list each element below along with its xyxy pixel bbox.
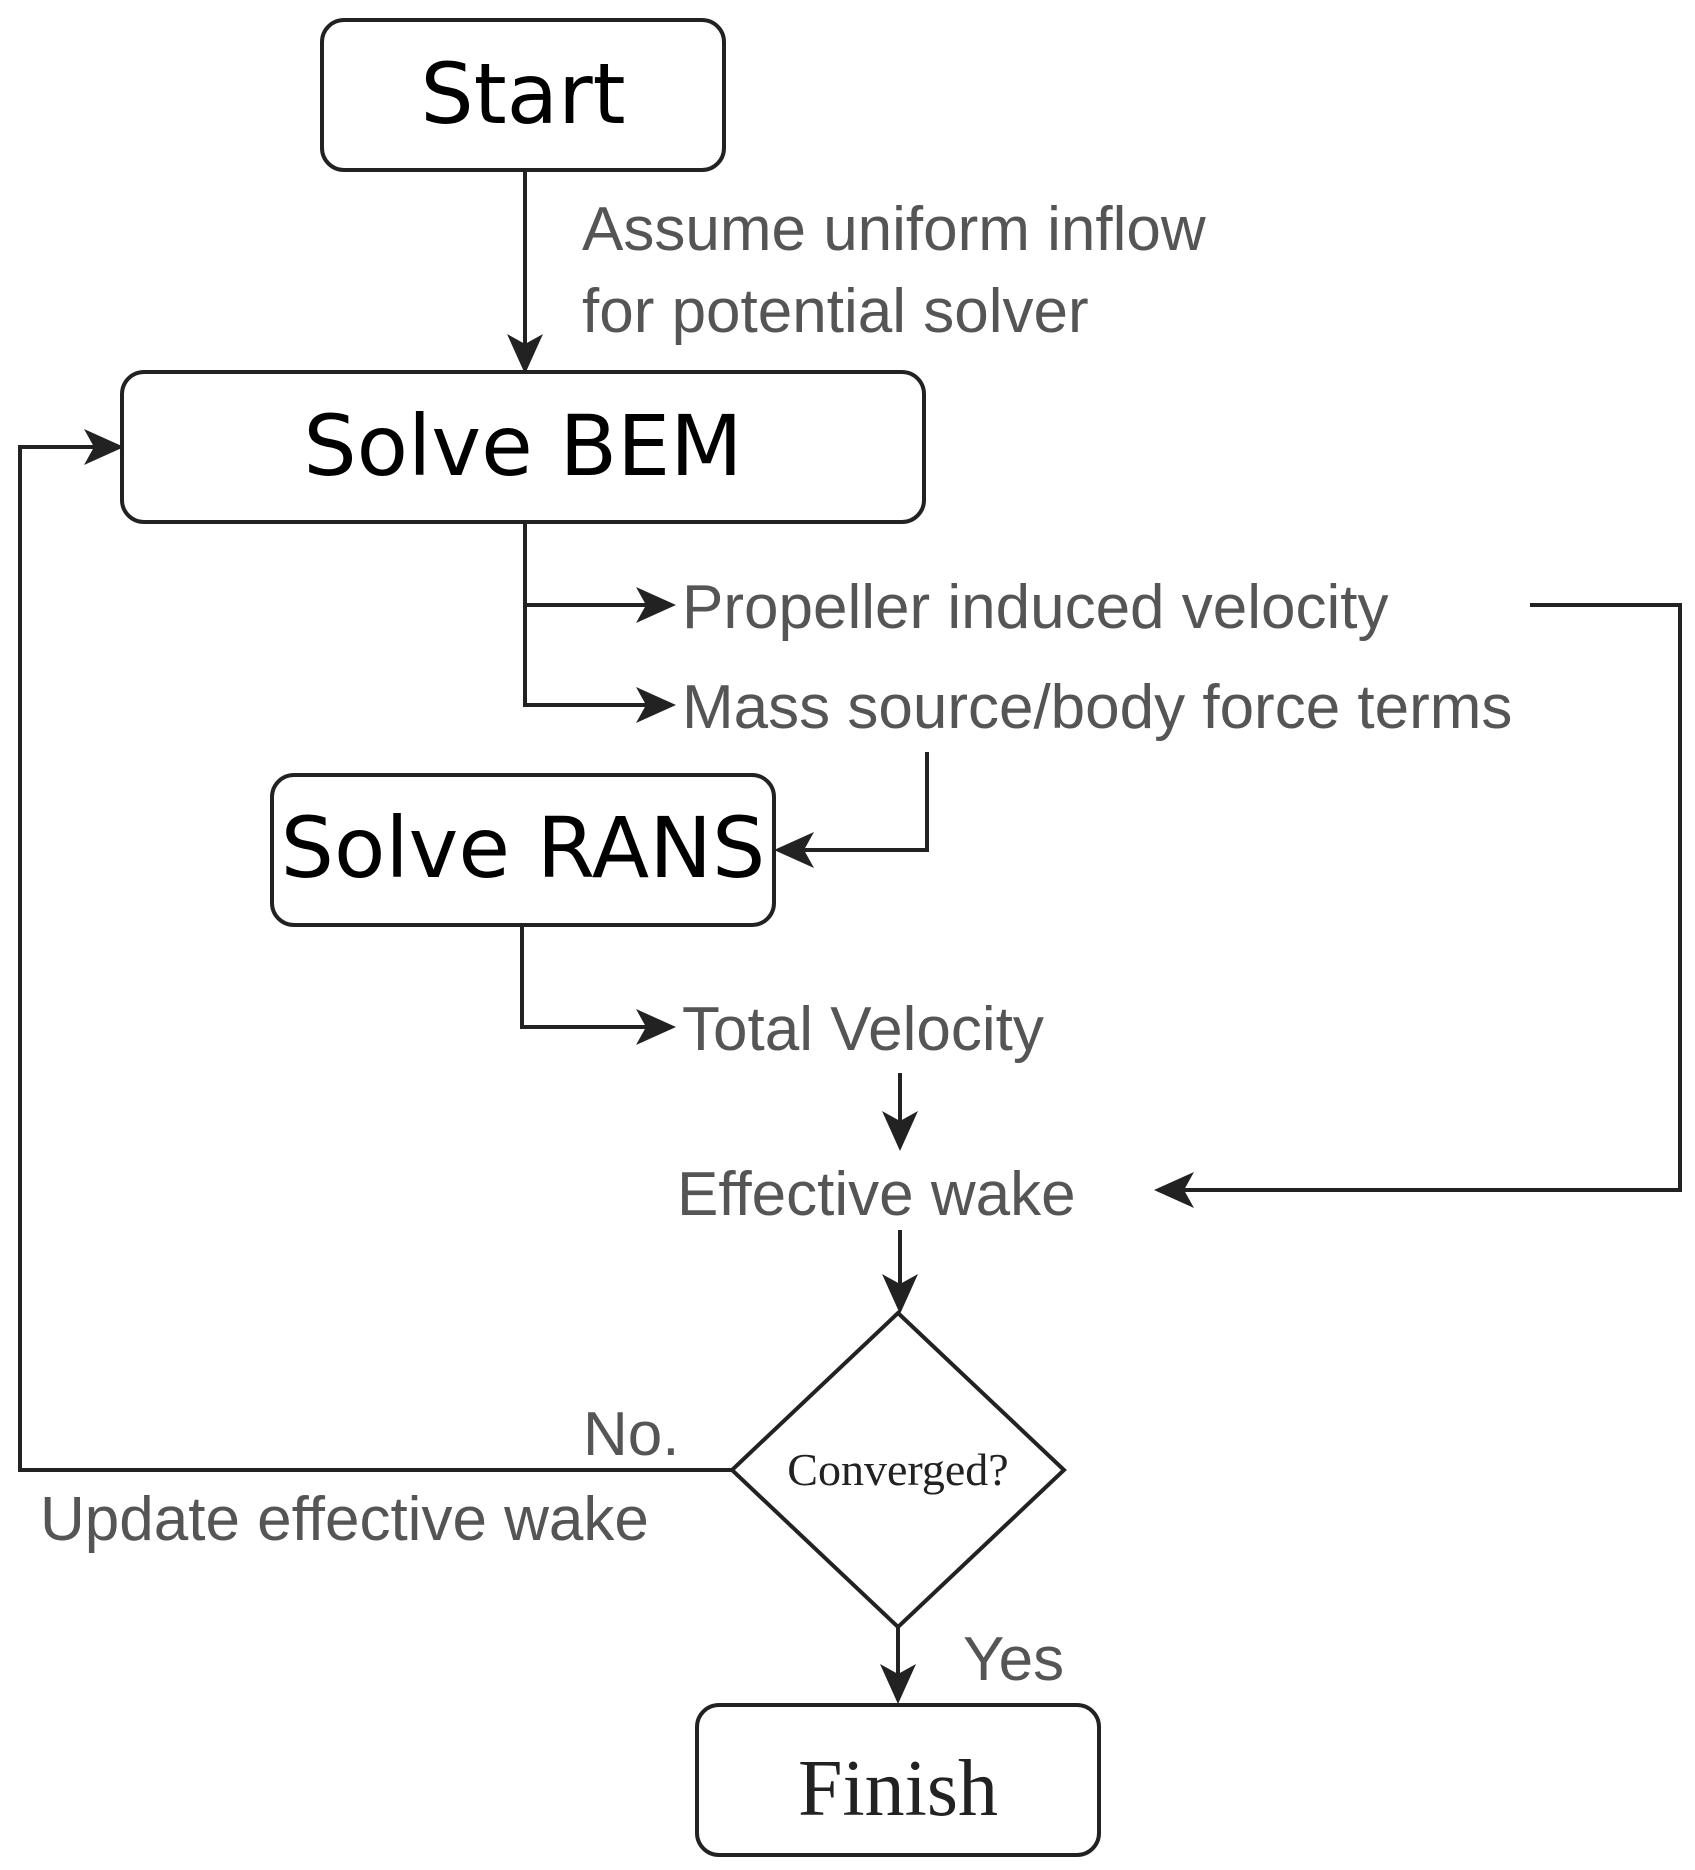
arrow-bem-to-mass-source <box>523 605 676 723</box>
converged-label: Converged? <box>787 1444 1008 1495</box>
arrow-no-loop-to-bem <box>18 429 732 1472</box>
solve-rans-label: Solve RANS <box>281 799 766 897</box>
yes-label: Yes <box>963 1625 1064 1694</box>
mass-source-label: Mass source/body force terms <box>682 673 1512 742</box>
arrow-propeller-velocity-to-effective-wake <box>1154 603 1682 1208</box>
solve-bem-label: Solve BEM <box>303 397 742 495</box>
total-velocity-label: Total Velocity <box>682 995 1044 1064</box>
assume-inflow-label-line1: Assume uniform inflow <box>582 195 1206 264</box>
arrow-mass-source-to-rans <box>774 752 929 868</box>
finish-node: Finish <box>695 1703 1101 1857</box>
solve-bem-node: Solve BEM <box>120 370 926 524</box>
start-node: Start <box>320 18 726 172</box>
assume-inflow-label-line2: for potential solver <box>582 277 1089 346</box>
arrow-rans-to-total-velocity <box>520 925 676 1045</box>
solve-rans-node: Solve RANS <box>270 773 776 927</box>
converged-decision-node: Converged? <box>729 1310 1067 1630</box>
finish-label: Finish <box>798 1745 998 1833</box>
arrow-bem-to-propeller-velocity <box>523 522 676 623</box>
propeller-velocity-label: Propeller induced velocity <box>682 573 1389 642</box>
start-label: Start <box>420 45 625 143</box>
update-wake-label: Update effective wake <box>40 1485 649 1554</box>
no-label: No. <box>583 1400 679 1469</box>
effective-wake-label: Effective wake <box>677 1160 1076 1229</box>
